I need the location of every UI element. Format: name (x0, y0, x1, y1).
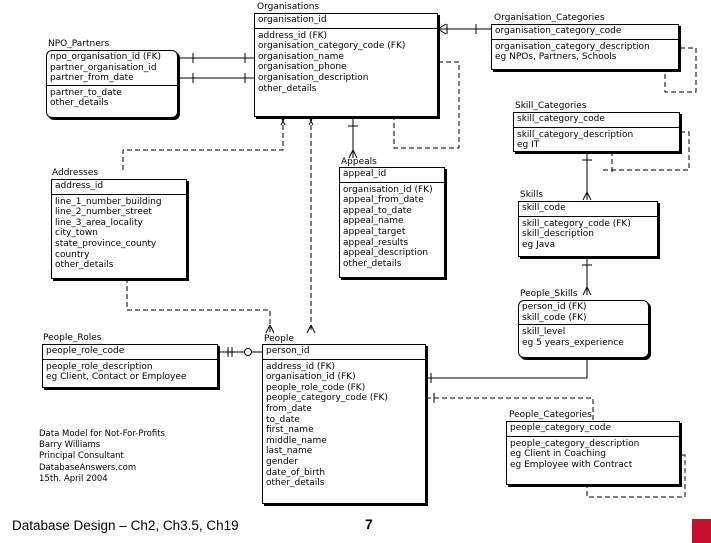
people-attr: people_role_code (FK) (266, 382, 366, 393)
npo-partners-pk: npo_organisation_id (FK) (50, 52, 162, 62)
organisation-categories-pk: organisation_category_code (492, 25, 678, 40)
addresses-attr: other_details (55, 260, 114, 271)
organisations-attr: other_details (258, 83, 317, 94)
skill-categories-title: Skill_Categories (515, 101, 587, 111)
npo-partners-pk: partner_from_date (50, 73, 134, 84)
people-attr: from_date (266, 403, 312, 414)
people-attr: date_of_birth (266, 467, 326, 478)
people-roles-title: People_Roles (43, 333, 102, 343)
people-attr: to_date (266, 414, 300, 425)
skills-title: Skills (520, 190, 544, 200)
note-line: Data Model for Not-For-Profits (39, 429, 165, 439)
people-attr: last_name (266, 446, 313, 457)
people-attr: first_name (266, 425, 314, 436)
people-skills-entity[interactable]: person_id (FK) skill_code (FK) skill_lev… (518, 300, 649, 358)
appeals-attr: appeal_name (343, 216, 404, 227)
people-attr: organisation_id (FK) (266, 372, 356, 383)
organisations-attr: organisation_description (258, 72, 369, 83)
appeals-attr: appeal_results (343, 237, 409, 248)
organisations-attr: organisation_category_code (FK) (258, 41, 406, 52)
skill-categories-pk: skill_category_code (514, 113, 679, 128)
people-categories-attr: eg Client in Coaching (510, 449, 606, 460)
slide-footer (0, 510, 711, 543)
people-attr: middle_name (266, 435, 327, 446)
people-title: People (264, 334, 294, 344)
addresses-attr: line_1_number_building (55, 196, 162, 207)
people-roles-attr: people_role_description (46, 361, 153, 372)
appeals-attr: appeal_description (343, 248, 429, 259)
note-line: 15th. April 2004 (39, 473, 108, 484)
footer-course-label: Database Design – Ch2, Ch3.5, Ch19 (12, 518, 239, 533)
note-line: DatabaseAnswers.com (39, 462, 137, 473)
people-skills-pk: skill_code (FK) (522, 312, 587, 323)
people-categories-attr: people_category_description (510, 438, 640, 449)
people-attr: other_details (266, 478, 325, 489)
appeals-entity[interactable]: appeal_id organisation_id (FK) appeal_fr… (339, 167, 445, 278)
skills-attr: eg Java (522, 239, 556, 250)
organisation-categories-entity[interactable]: organisation_category_code organisation_… (491, 24, 679, 70)
people-pk: person_id (263, 345, 425, 360)
appeals-attr: organisation_id (FK) (343, 184, 433, 195)
organisations-attr: organisation_phone (258, 62, 347, 73)
people-categories-entity[interactable]: people_category_code people_category_des… (506, 421, 680, 485)
skills-pk: skill_code (519, 202, 657, 217)
npo-partners-attr: partner_to_date (50, 87, 122, 98)
skills-entity[interactable]: skill_code skill_category_code (FK) skil… (518, 201, 658, 257)
organisation-categories-attr: eg NPOs, Partners, Schools (495, 52, 617, 63)
addresses-attr: country (55, 249, 90, 260)
npo-partners-pk: partner_organisation_id (50, 62, 157, 73)
note-line: Principal Consultant (39, 451, 124, 462)
university-logo-icon (692, 519, 711, 543)
people-entity[interactable]: person_id address_id (FK) organisation_i… (262, 344, 426, 504)
people-skills-title: People_Skills (520, 289, 578, 299)
appeals-attr: appeal_to_date (343, 205, 412, 216)
people-skills-pk: person_id (FK) (522, 302, 587, 312)
skill-categories-attr: eg IT (517, 140, 540, 151)
people-categories-title: People_Categories (509, 410, 592, 420)
appeals-attr: appeal_target (343, 226, 406, 237)
people-roles-entity[interactable]: people_role_code people_role_description… (42, 344, 218, 388)
people-attr: address_id (FK) (266, 361, 336, 372)
skill-categories-attr: skill_category_description (517, 129, 634, 140)
addresses-attr: line_2_number_street (55, 207, 152, 218)
organisation-categories-attr: organisation_category_description (495, 41, 650, 52)
addresses-title: Addresses (52, 168, 99, 178)
people-categories-attr: eg Employee with Contract (510, 459, 633, 470)
skills-attr: skill_category_code (FK) (522, 218, 631, 229)
people-skills-attr: eg 5 years_experience (522, 337, 624, 348)
organisations-pk: organisation_id (255, 14, 437, 29)
appeals-attr: appeal_from_date (343, 195, 424, 206)
skills-attr: skill_description (522, 229, 594, 240)
addresses-attr: line_3_area_locality (55, 217, 143, 228)
npo-partners-title: NPO_Partners (48, 39, 110, 49)
people-attr: gender (266, 456, 298, 467)
people-skills-attr: skill_level (522, 327, 566, 338)
addresses-attr: city_town (55, 228, 98, 239)
appeals-title: Appeals (341, 157, 377, 167)
npo-partners-entity[interactable]: npo_organisation_id (FK) partner_organis… (46, 50, 178, 118)
organisations-attr: organisation_name (258, 51, 344, 62)
appeals-pk: appeal_id (340, 168, 444, 183)
organisations-entity[interactable]: organisation_id address_id (FK) organisa… (254, 13, 438, 117)
diagram-notes: Data Model for Not-For-Profits Barry Wil… (39, 429, 165, 485)
note-line: Barry Williams (39, 440, 101, 451)
people-categories-pk: people_category_code (507, 422, 679, 437)
addresses-pk: address_id (52, 180, 186, 195)
addresses-entity[interactable]: address_id line_1_number_building line_2… (51, 179, 187, 279)
appeals-attr: other_details (343, 258, 402, 269)
npo-partners-attr: other_details (50, 98, 109, 109)
page-number: 7 (365, 516, 373, 532)
skill-categories-entity[interactable]: skill_category_code skill_category_descr… (513, 112, 680, 152)
organisation-categories-title: Organisation_Categories (494, 13, 605, 23)
people-attr: people_category_code (FK) (266, 393, 388, 404)
people-roles-attr: eg Client, Contact or Employee (46, 372, 187, 383)
addresses-attr: state_province_county (55, 238, 157, 249)
organisations-attr: address_id (FK) (258, 30, 328, 41)
people-roles-pk: people_role_code (43, 345, 217, 360)
organisations-title: Organisations (257, 2, 320, 12)
